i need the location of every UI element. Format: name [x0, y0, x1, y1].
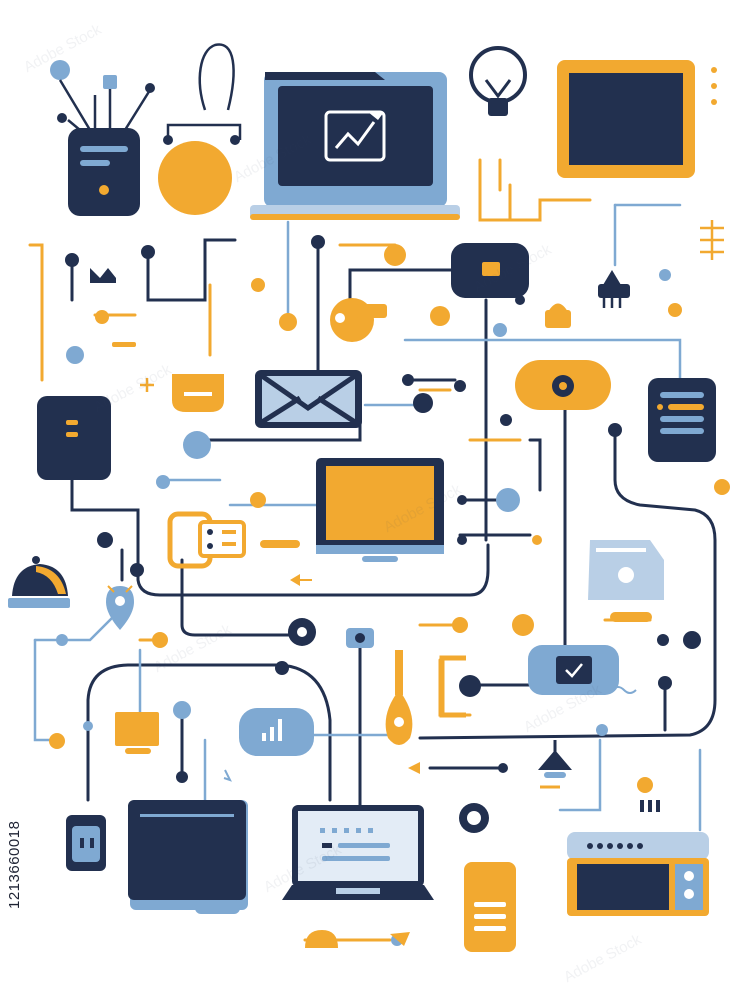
- nodes: [49, 60, 730, 946]
- envelope-icon: [255, 370, 362, 428]
- wires-blue: [33, 203, 702, 832]
- chat-bubble-icon: [239, 708, 314, 756]
- tablet-icon: [128, 800, 248, 914]
- chat-device-icon: [528, 645, 619, 695]
- connector-icon: [346, 628, 374, 648]
- stock-image-id: 1213660018: [6, 820, 23, 910]
- camera-icon: [451, 243, 529, 298]
- location-pin-icon: [106, 585, 134, 630]
- printer-icon: [588, 540, 664, 600]
- laptop-icon: [282, 805, 434, 900]
- tool-icon: [305, 930, 410, 948]
- decorations: [90, 67, 724, 812]
- key-icon: [330, 298, 387, 342]
- router-icon: [57, 75, 155, 216]
- cup-icon: [172, 374, 224, 412]
- circuit-bulb-icon: [158, 43, 242, 215]
- bell-icon: [8, 556, 70, 608]
- lock-icon: [545, 303, 571, 328]
- socket-icon: [66, 815, 106, 871]
- small-screen-icon: [115, 712, 159, 754]
- probe-icon: [385, 650, 413, 745]
- microwave-icon: [567, 832, 709, 916]
- remote-icon: [37, 396, 111, 480]
- calculator-icon: [167, 511, 246, 569]
- smart-device-icon: [515, 360, 611, 410]
- laptop-chart-icon: [250, 72, 460, 220]
- phone-card-icon: [648, 378, 716, 462]
- wires-navy: [70, 238, 717, 807]
- desktop-monitor-icon: [316, 458, 444, 562]
- lamp-icon: [538, 740, 572, 778]
- mobile-phone-icon: [464, 862, 516, 952]
- bracket-icon: [439, 655, 466, 718]
- plug-icon: [598, 270, 630, 308]
- lightbulb-icon: [469, 46, 527, 116]
- monitor-icon: [557, 60, 695, 178]
